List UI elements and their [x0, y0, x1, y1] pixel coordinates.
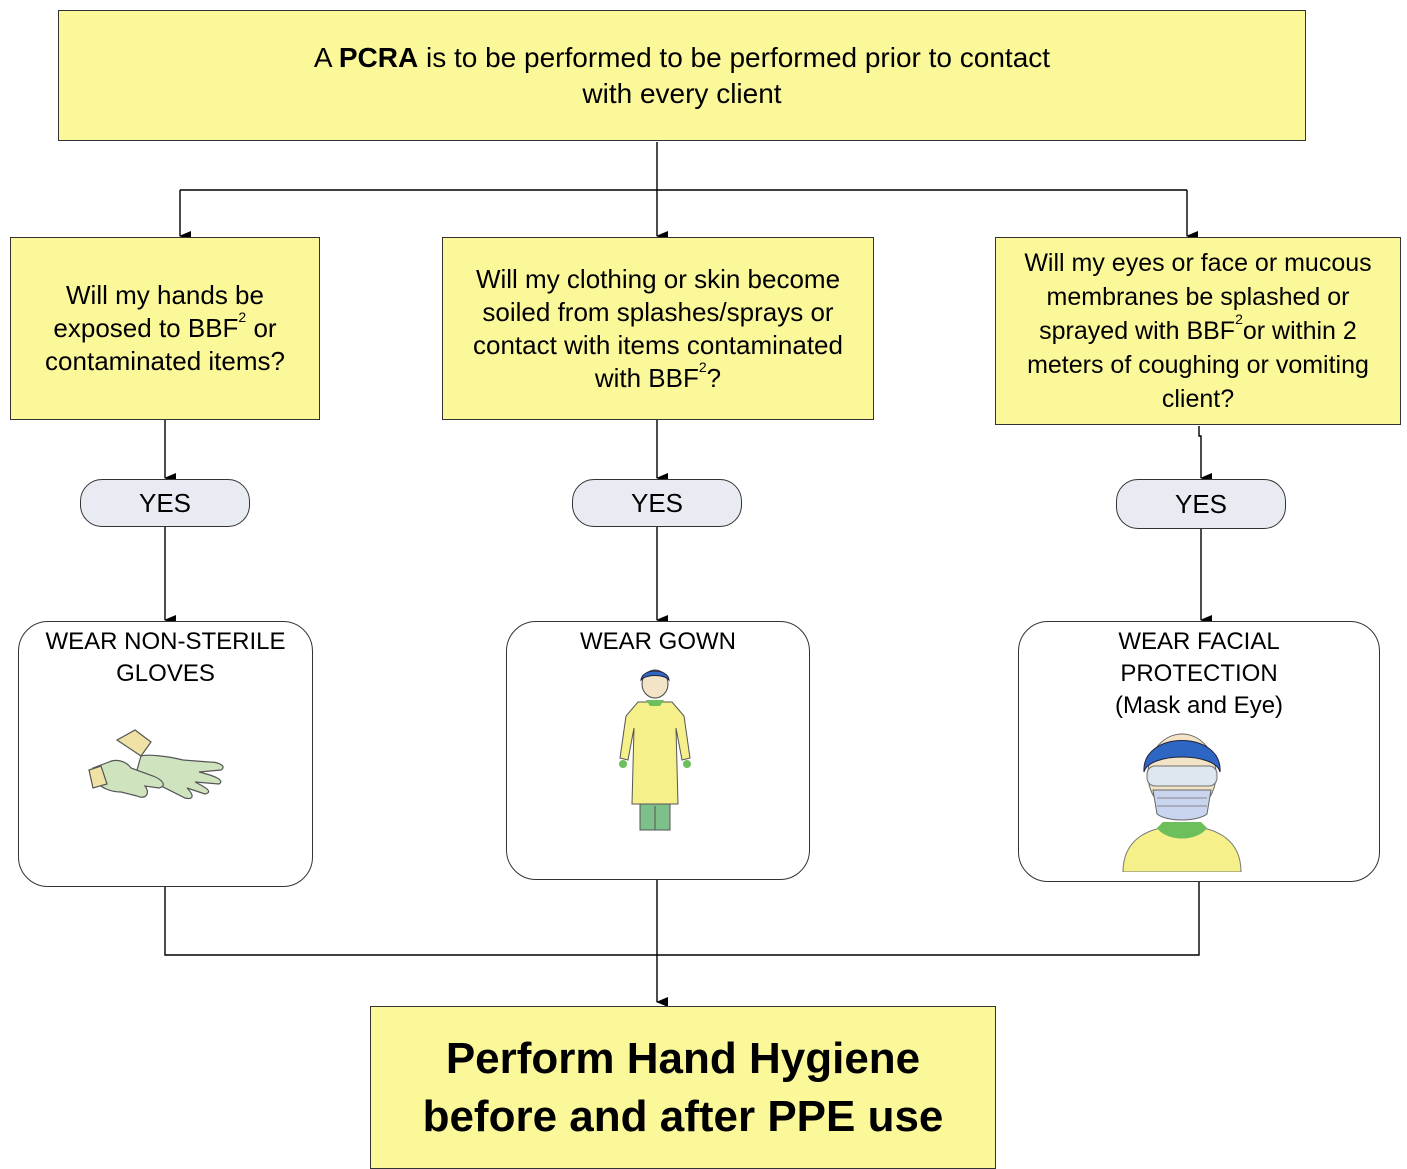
action-facial-label: WEAR FACIAL PROTECTION: [1118, 628, 1280, 687]
pcra-bold: PCRA: [338, 41, 419, 73]
question-clothing: Will my clothing or skin become soiled f…: [442, 237, 874, 420]
hand-hygiene-line-2: before and after PPE use: [422, 1091, 944, 1141]
yes-pill-hands: YES: [80, 479, 250, 527]
hand-hygiene-box: Perform Hand Hygiene before and after PP…: [370, 1006, 996, 1169]
pcra-line-1: A PCRA is to be performed to be performe…: [313, 41, 1051, 73]
action-gown: WEAR GOWN: [506, 621, 810, 880]
question-face: Will my eyes or face or mucous membranes…: [995, 237, 1401, 425]
action-gown-label: WEAR GOWN: [580, 628, 736, 655]
yes-pill-clothing: YES: [572, 479, 742, 527]
action-facial: WEAR FACIAL PROTECTION (Mask and Eye): [1018, 621, 1380, 882]
action-gloves: WEAR NON-STERILE GLOVES: [18, 621, 313, 887]
pcra-box: A PCRA is to be performed to be performe…: [58, 10, 1306, 141]
yes-pill-face: YES: [1116, 479, 1286, 529]
face-mask-icon: [1122, 733, 1242, 872]
question-hands: Will my hands be exposed to BBF2 or cont…: [10, 237, 320, 420]
gown-icon: [619, 669, 691, 831]
hand-hygiene-line-1: Perform Hand Hygiene: [445, 1033, 921, 1083]
pcra-line-2: with every client: [582, 77, 782, 109]
gloves-icon: [88, 729, 224, 800]
action-facial-sub: (Mask and Eye): [1114, 692, 1284, 719]
action-gloves-label: WEAR NON-STERILE GLOVES: [45, 628, 286, 687]
